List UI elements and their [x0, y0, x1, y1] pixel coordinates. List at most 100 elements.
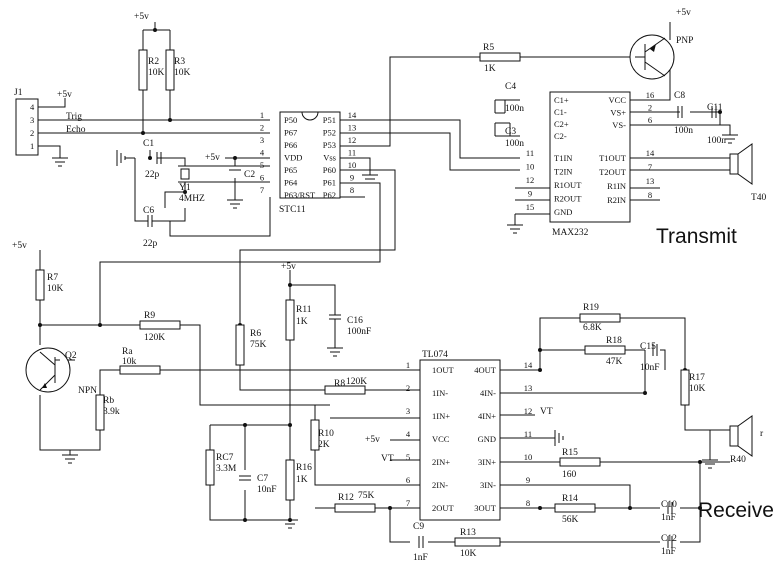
npn-label: NPN: [78, 386, 97, 396]
tl-left-pin-name-0: 1OUT: [432, 365, 455, 375]
r5-ref: R5: [483, 43, 494, 53]
max-left-pin-name-0: C1+: [554, 95, 569, 105]
mcu-right-pin-name-1: P52: [323, 128, 336, 138]
mcu-right-pin-name-2: P53: [323, 140, 336, 150]
capacitors: C1 22p C6 22p C2 C4 100n C3 100n C8 100n…: [143, 82, 726, 563]
resistor-rb: [95, 394, 105, 431]
c7-ref: C7: [257, 474, 268, 484]
mcu-left-pin-num-0: 1: [260, 110, 264, 120]
q2-ref: Q2: [65, 351, 77, 361]
capacitor-c7: [239, 475, 251, 481]
resistor-r15: [559, 457, 601, 467]
rc7-ref: RC7: [216, 453, 234, 463]
max-right-pin-name-0: VCC: [609, 95, 627, 105]
junction-dots: [38, 28, 722, 522]
pnp-label: PNP: [676, 36, 693, 46]
resistor-r7: [35, 269, 45, 301]
mcu-right-pin-num-5: 9: [350, 173, 354, 183]
t40-ref: T40: [751, 193, 767, 203]
tl-right-pin-num-2: 12: [524, 406, 533, 416]
receive-section-label: Receive: [698, 499, 774, 522]
max-right-b-pin-name-1: T2OUT: [599, 167, 627, 177]
r10-ref: R10: [318, 429, 334, 439]
capacitor-c12: [667, 536, 673, 548]
r17-ref: R17: [689, 373, 705, 383]
mcu-ref: STC11: [279, 205, 306, 215]
tl-right-pin-num-6: 8: [526, 498, 530, 508]
max-right-b-pin-name-2: R1IN: [607, 181, 626, 191]
tl-right-pin-name-4: 3IN+: [478, 457, 496, 467]
resistor-r8: [324, 385, 366, 395]
tl-left-pin-num-4: 5: [406, 452, 410, 462]
mcu-left-pin-name-1: P67: [284, 128, 297, 138]
resistor-r10: [310, 419, 320, 451]
capacitor-c8: [677, 106, 683, 118]
r3-ref: R3: [174, 57, 185, 67]
tl-right-pin-name-0: 4OUT: [474, 365, 497, 375]
resistor-r6: [235, 324, 245, 366]
max232-ref: MAX232: [552, 228, 589, 238]
transmit-section-label: Transmit: [656, 225, 737, 248]
c10-ref: C10: [661, 500, 677, 510]
max-left-b-pin-num-0: 11: [526, 148, 534, 158]
vcc-label-r2r3: +5v: [134, 12, 149, 22]
max-right-pin-num-1: 2: [648, 103, 652, 113]
max-left-b-pin-num-4: 15: [526, 202, 535, 212]
r3-value: 10K: [174, 68, 191, 78]
net-trig: Trig: [66, 112, 82, 122]
c1-ref: C1: [143, 139, 154, 149]
resistors: R2 10K R3 10K R5 1K R7 10K R9 120K Ra 10…: [35, 43, 706, 559]
net-echo: Echo: [66, 125, 86, 135]
r16-ref: R16: [296, 463, 312, 473]
r13-value: 10K: [460, 549, 477, 559]
max-left-pin-name-3: C2-: [554, 131, 567, 141]
resistor-r16: [285, 459, 295, 501]
c16-ref: C16: [347, 316, 363, 326]
max-left-b-pin-num-3: 9: [528, 189, 532, 199]
c11-ref: C11: [707, 103, 723, 113]
tl-left-pin-name-6: 2OUT: [432, 503, 455, 513]
rb-ref: Rb: [103, 396, 114, 406]
vcc-label-tl074: +5v: [365, 435, 380, 445]
c6-ref: C6: [143, 206, 154, 216]
c7-value: 10nF: [257, 485, 277, 495]
r18-value: 47K: [606, 357, 623, 367]
tl-left-pin-name-4: 2IN+: [432, 457, 450, 467]
tl-left-pin-num-1: 2: [406, 383, 410, 393]
mcu-left-pin-name-5: P64: [284, 178, 298, 188]
c4-ref: C4: [505, 82, 516, 92]
tl-right-pin-name-3: GND: [478, 434, 496, 444]
max-right-pin-name-1: VS+: [610, 108, 626, 118]
r9-ref: R9: [144, 311, 155, 321]
j1-ref: J1: [14, 88, 23, 98]
mcu-right-pin-num-3: 11: [348, 148, 356, 158]
max-right-pin-num-0: 16: [646, 90, 655, 100]
vcc-label-r11: +5v: [281, 262, 296, 272]
c9-value: 1nF: [413, 553, 428, 563]
mcu-left-pin-name-4: P65: [284, 165, 297, 175]
transistor-pnp: PNP: [629, 34, 693, 80]
c8-ref: C8: [674, 91, 685, 101]
c12-ref: C12: [661, 534, 677, 544]
r14-ref: R14: [562, 494, 578, 504]
resistor-r3: [165, 49, 175, 91]
c10-value: 1nF: [661, 513, 676, 523]
j1-pin4: 4: [30, 102, 35, 112]
tl-right-pin-num-0: 14: [524, 360, 533, 370]
j1-pin2: 2: [30, 128, 34, 138]
y1-value: 4MHZ: [179, 194, 205, 204]
vt-label-right: VT: [540, 407, 553, 417]
resistor-r18: [584, 345, 626, 355]
vcc-label-q2: +5v: [12, 241, 27, 251]
mcu-right-pin-name-6: P62: [323, 190, 336, 200]
r6-value: 75K: [250, 340, 267, 350]
max-right-b-pin-num-1: 7: [648, 162, 652, 172]
max-right-b-pin-name-3: R2IN: [607, 195, 626, 205]
resistor-r9: [139, 320, 181, 330]
ground-symbols: [52, 134, 738, 529]
ic-max232: C1+C1-C2+C2-T1IN11T2IN10R1OUT12R2OUT9GND…: [526, 90, 655, 238]
capacitor-c6: [147, 215, 170, 227]
mcu-left-pin-name-2: P66: [284, 140, 297, 150]
max-left-pin-name-2: C2+: [554, 119, 569, 129]
power-labels: +5v +5v +5v +5v +5v +5v +5v VT VT: [12, 8, 691, 464]
